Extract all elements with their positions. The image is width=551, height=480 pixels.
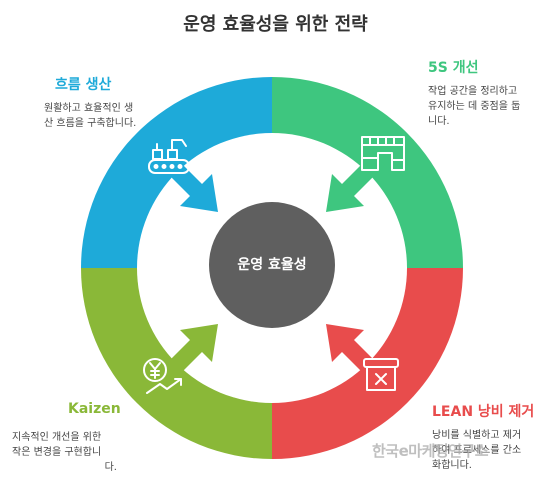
label-5s: 5S 개선 [428,60,479,76]
layout-blocks-icon [361,136,405,171]
desc-5s: 작업 공간을 정리하고 유지하는 데 중점을 둡 니다. [428,86,521,127]
arrow-lean [326,324,385,383]
center-circle [209,202,335,328]
watermark: 한국e마케팅연구소 [372,442,489,460]
waste-bin-icon [363,358,399,391]
conveyor-icon [148,139,190,174]
label-lean: LEAN 낭비 제거 [432,404,535,420]
desc-lean: 낭비를 식별하고 제거 하여 프로세스를 간소 화합니다. [432,430,522,471]
arrow-kaizen [159,324,218,383]
yen-growth-icon [143,358,182,394]
desc-flow-production: 원활하고 효율적인 생 산 흐름을 구축합니다. [44,103,137,129]
desc-kaizen: 지속적인 개선을 위한 작은 변경을 구현합니 다. [12,432,117,473]
center-label: 운영 효율성 [237,257,307,273]
arrow-5s [326,153,385,212]
label-kaizen: Kaizen [68,401,121,417]
label-flow-production: 흐름 생산 [55,77,112,93]
diagram-title: 운영 효율성을 위한 전략 [183,14,368,35]
